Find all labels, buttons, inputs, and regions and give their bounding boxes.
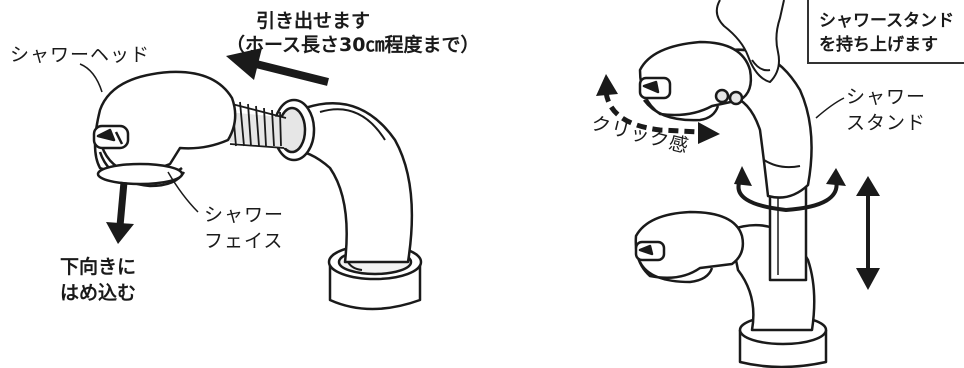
shower-face-label-line1: シャワー	[204, 204, 285, 226]
vertical-double-arrow	[856, 176, 880, 290]
left-arrow	[226, 48, 329, 86]
curved-click-arrow-heads	[596, 74, 720, 144]
down-arrow	[106, 181, 134, 244]
shower-stand-label-line2: スタンド	[846, 112, 927, 134]
left-faucet-illustration	[92, 70, 423, 311]
left-hose	[227, 99, 290, 149]
rotation-arrow-heads	[734, 166, 846, 186]
shower-stand-label-line1: シャワー	[846, 86, 927, 108]
right-faucet-illustration	[634, 0, 828, 368]
right-leader-lines	[815, 97, 845, 119]
lift-stand-label-line2: を持ち上げます	[819, 35, 938, 55]
lift-stand-label-line1: シャワースタンド	[819, 11, 955, 31]
rotation-arrow	[736, 179, 839, 213]
pull-out-label-line2: （ホース長さ30㎝程度まで）	[226, 34, 480, 56]
right-lower-shower-head	[634, 210, 745, 284]
lift-stand-callout: シャワースタンド を持ち上げます	[807, 0, 964, 64]
fit-down-label-line1: 下向きに	[60, 256, 137, 278]
shower-face-label-line2: フェイス	[204, 230, 284, 252]
shower-head-label: シャワーヘッド	[10, 44, 151, 66]
fit-down-label-line2: はめ込む	[60, 282, 137, 304]
pull-out-label-line1: 引き出せます	[256, 10, 371, 32]
curved-click-arrow	[603, 91, 701, 135]
left-leader-lines	[79, 63, 199, 213]
hand-illustration	[715, 0, 785, 83]
left-faucet-spout	[288, 101, 414, 264]
left-shower-head	[92, 70, 237, 188]
right-upper-shower-head	[638, 40, 753, 122]
